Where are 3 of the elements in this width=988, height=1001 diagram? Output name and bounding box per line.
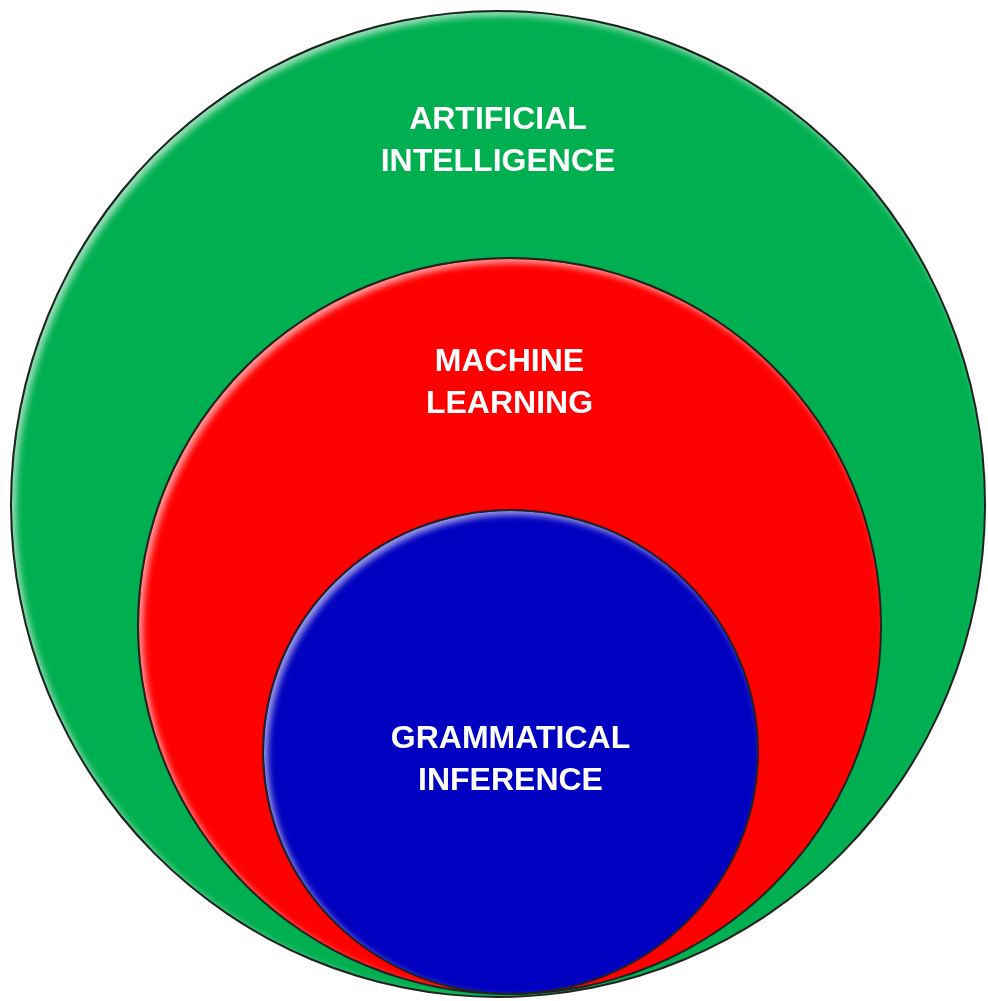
circle-label: MACHINE LEARNING xyxy=(424,341,595,422)
circle-label: ARTIFICIAL INTELLIGENCE xyxy=(379,99,617,180)
circle-label: GRAMMATICAL INFERENCE xyxy=(389,718,632,799)
